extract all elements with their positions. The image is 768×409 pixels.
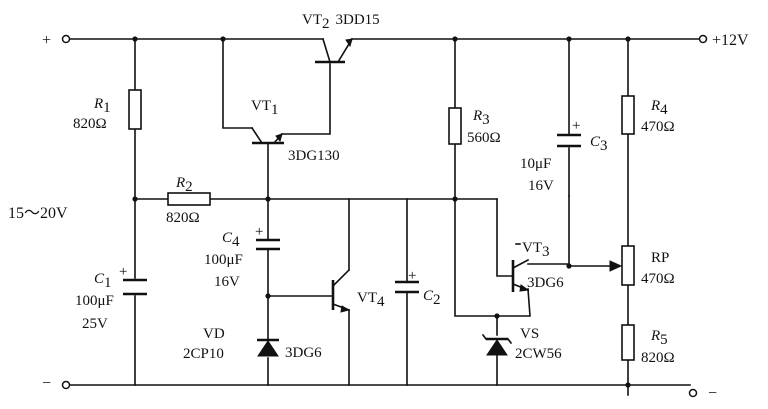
r3-value-label: 560Ω [467, 130, 501, 146]
input-voltage-range-label: 15～20V [8, 205, 68, 222]
resistor-r5: R5 820Ω [621, 324, 675, 366]
terminal-plus-out: +12V [698, 32, 749, 49]
terminal-plus-out-label: +12V [712, 32, 749, 49]
c2-name-label: C2 [423, 288, 441, 308]
c4-name-label: C4 [222, 230, 240, 250]
resistor-r4: R4 470Ω [621, 95, 675, 135]
r1-value-label: 820Ω [73, 116, 107, 132]
c3-voltage-label: 16V [528, 178, 554, 194]
r2-name-label: R2 [175, 175, 193, 195]
terminal-minus-in: − [42, 375, 71, 392]
capacitor-c4: + C4 100μF 16V [204, 224, 280, 290]
c2-polarity-mark: + [408, 268, 416, 284]
resistor-r1: R1 820Ω [73, 89, 142, 132]
terminal-minus-out-label: − [708, 385, 717, 402]
vt3-part-label: 3DG6 [527, 275, 564, 291]
wires [67, 38, 701, 396]
diode-vd: VD 2CP10 [183, 326, 279, 362]
r5-name-label: R5 [650, 328, 668, 348]
c4-voltage-label: 16V [214, 274, 240, 290]
r4-name-label: R4 [650, 98, 668, 118]
zener-vs: VS 2CW56 [481, 326, 562, 362]
vt1-name-label: VT1 [251, 98, 279, 118]
c4-value-label: 100μF [204, 252, 243, 268]
potentiometer-rp: RP 470Ω [609, 245, 675, 287]
vt3-name-label: VT3 [522, 240, 550, 260]
resistor-r3: R3 560Ω [448, 107, 501, 146]
c1-voltage-label: 25V [82, 316, 108, 332]
c4-polarity-mark: + [255, 224, 263, 240]
vt4-name-label: VT4 [357, 290, 385, 310]
rp-value-label: 470Ω [641, 271, 675, 287]
capacitor-c2: + C2 [395, 268, 441, 308]
vd-part-label: 2CP10 [183, 346, 224, 362]
terminal-minus-out: − [688, 385, 717, 402]
r1-name-label: R1 [93, 96, 111, 116]
terminal-plus-in: + [42, 32, 71, 49]
c1-polarity-mark: + [119, 264, 127, 280]
vs-name-label: VS [520, 326, 539, 342]
transistor-vt1: VT1 3DG130 [250, 98, 340, 164]
r3-name-label: R3 [472, 108, 490, 128]
terminal-minus-in-label: − [42, 375, 51, 392]
terminal-plus-in-label: + [42, 32, 51, 49]
resistor-r2: R2 820Ω [166, 175, 211, 226]
capacitor-c1: + C1 100μF 25V [75, 264, 147, 332]
rp-name-label: RP [651, 250, 669, 266]
r5-value-label: 820Ω [641, 350, 675, 366]
c3-value-label: 10μF [520, 156, 551, 172]
c3-name-label: C3 [590, 134, 608, 154]
c3-polarity-mark: + [572, 118, 580, 134]
vs-part-label: 2CW56 [515, 346, 562, 362]
junction-dots [132, 36, 631, 388]
r4-value-label: 470Ω [641, 119, 675, 135]
c1-value-label: 100μF [75, 293, 114, 309]
capacitor-c3: + C3 10μF 16V [520, 118, 608, 194]
vd-name-label: VD [203, 326, 225, 342]
r2-value-label: 820Ω [166, 210, 200, 226]
vt1-part-label: 3DG130 [288, 148, 340, 164]
transistor-vt3: VT3 3DG6 [511, 240, 564, 292]
c1-name-label: C1 [94, 271, 112, 291]
vt4-part-label: 3DG6 [285, 345, 322, 361]
transistor-vt4: VT4 3DG6 [285, 268, 385, 361]
